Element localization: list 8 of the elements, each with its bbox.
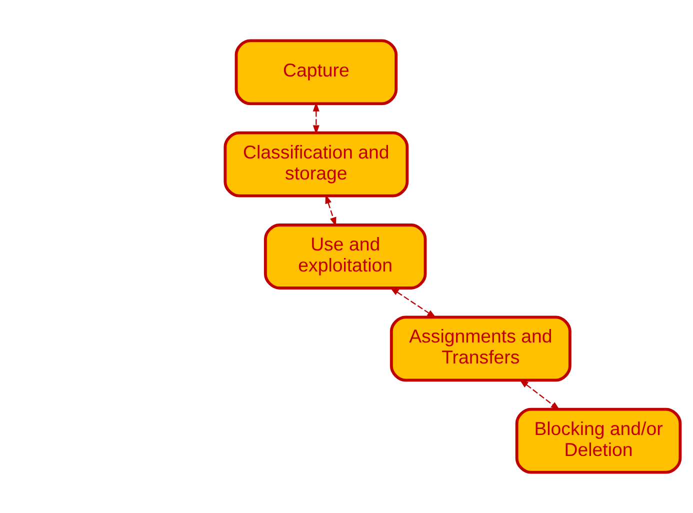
node-box: Use and exploitation: [264, 224, 427, 290]
arrow: [519, 379, 560, 410]
node-box: Classification and storage: [224, 131, 409, 198]
node-box: Blocking and/or Deletion: [515, 408, 682, 474]
arrow: [312, 102, 320, 135]
node-box: Assignments and Transfers: [390, 316, 572, 382]
arrow: [390, 287, 436, 318]
node-box: Capture: [234, 39, 398, 106]
